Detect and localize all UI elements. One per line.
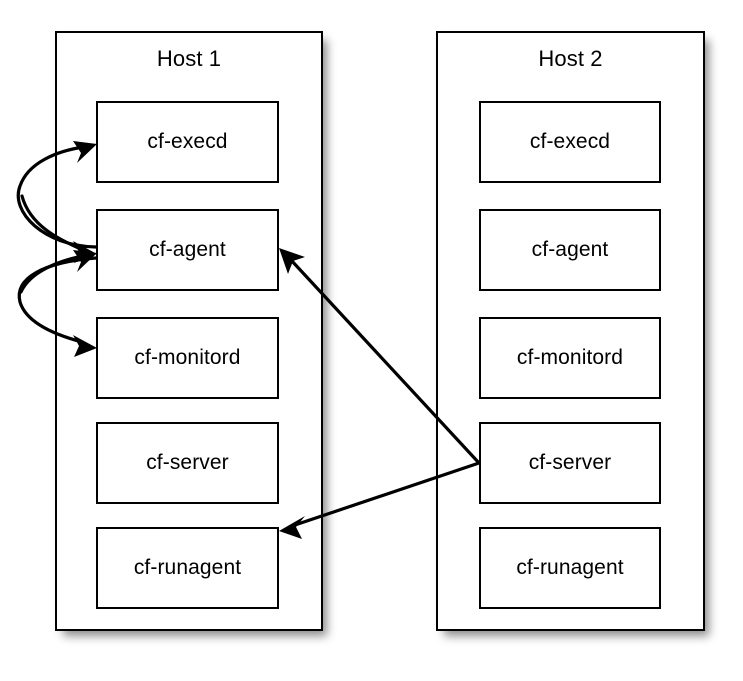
component-box-cf-server-host1[interactable]: cf-server [96,422,279,504]
component-box-cf-execd-host1[interactable]: cf-execd [96,101,279,183]
component-box-cf-runagent-host1[interactable]: cf-runagent [96,527,279,609]
component-box-cf-agent-host2[interactable]: cf-agent [479,209,661,291]
component-box-cf-server-host2[interactable]: cf-server [479,422,661,504]
component-box-cf-runagent-host2[interactable]: cf-runagent [479,527,661,609]
host-title-2: Host 2 [538,46,603,71]
component-box-cf-monitord-host2[interactable]: cf-monitord [479,317,661,399]
component-box-cf-agent-host1[interactable]: cf-agent [96,209,279,291]
component-box-cf-monitord-host1[interactable]: cf-monitord [96,317,279,399]
host-title-1: Host 1 [156,46,222,71]
component-box-cf-execd-host2[interactable]: cf-execd [479,101,661,183]
host-container-2[interactable]: Host 2 cf-execd cf-agent cf-monitord cf-… [436,31,705,631]
host-container-1[interactable]: Host 1 cf-execd cf-agent cf-monitord cf-… [55,31,323,631]
